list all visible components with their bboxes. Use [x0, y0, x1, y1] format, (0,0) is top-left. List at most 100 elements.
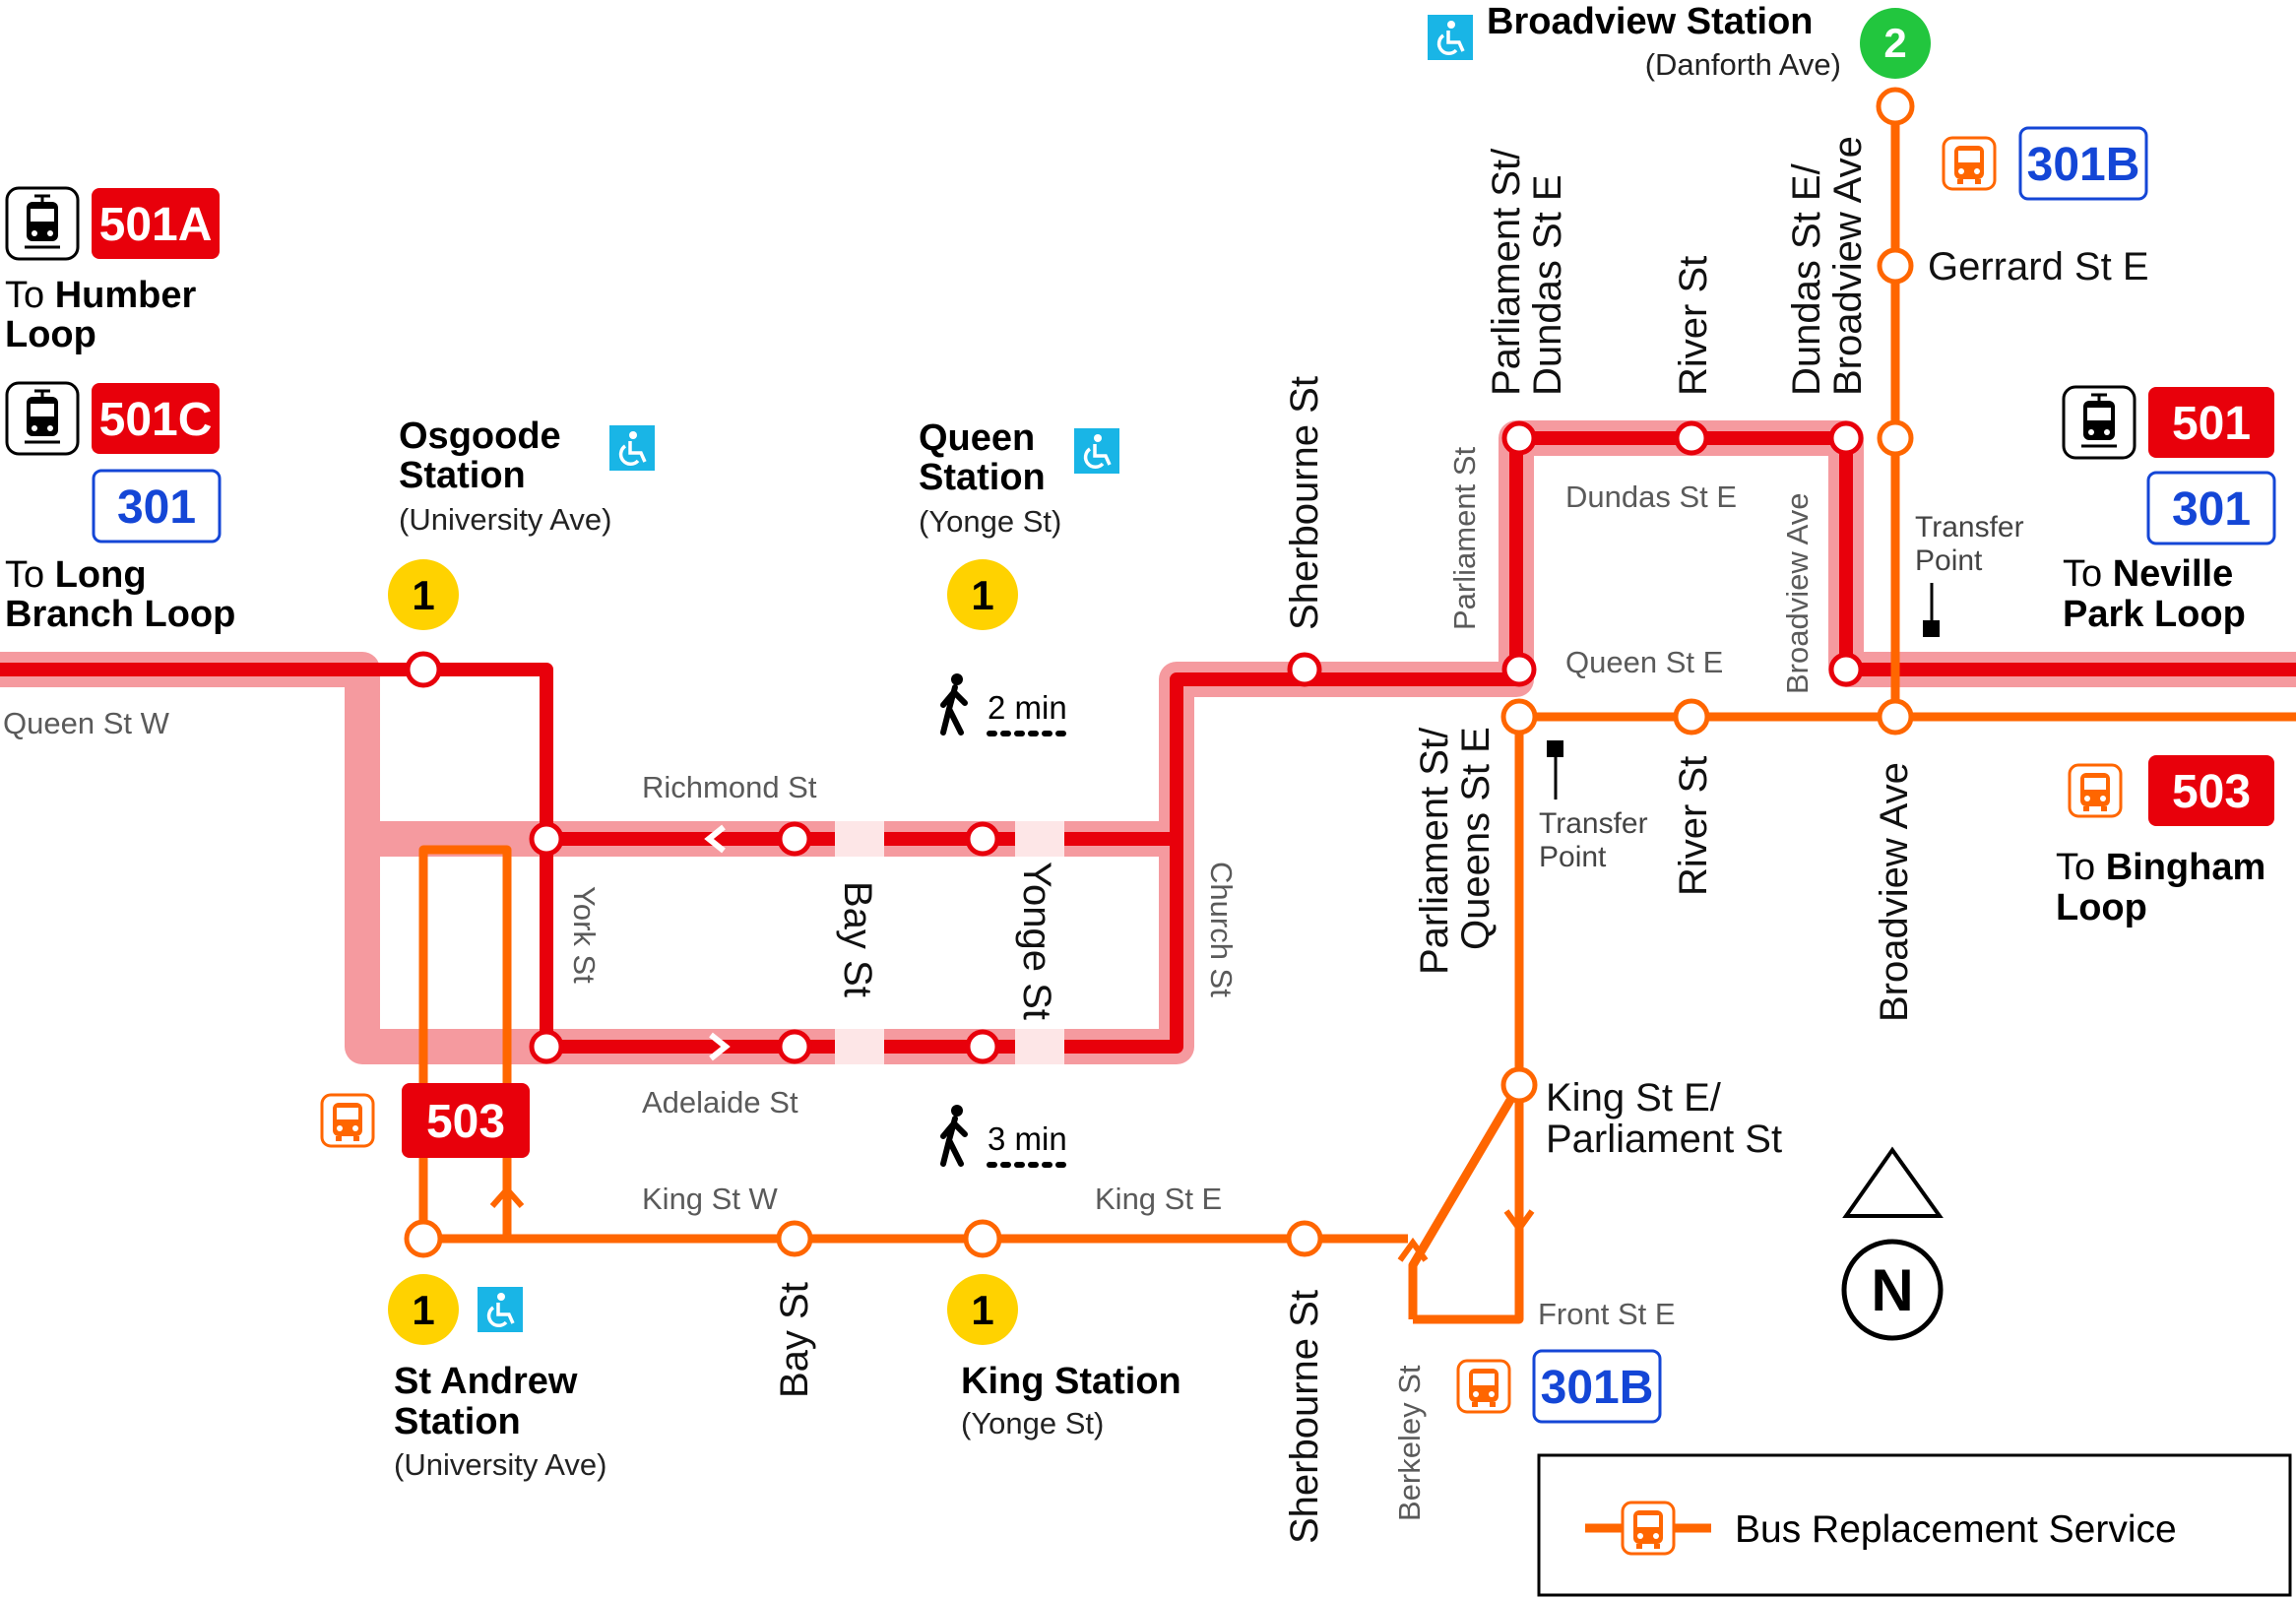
legend: Bus Replacement Service [1537, 1453, 2292, 1597]
route-503-badge-east: 503 [2068, 755, 2274, 826]
stop-label-parliament-dundas-2: Dundas St E [1526, 174, 1569, 396]
stop-label-parliament-dundas-1: Parliament St/ [1485, 148, 1528, 396]
stop-sherbourne-king[interactable] [1286, 1220, 1323, 1257]
stop-king-parliament[interactable] [1500, 1066, 1538, 1104]
line1-bullet-king: 1 [947, 1274, 1018, 1345]
stop-parliament-queens[interactable] [1500, 698, 1538, 736]
stop-label-sherbourne-queen: Sherbourne St [1283, 376, 1326, 630]
stop-parliament-dundas[interactable] [1501, 420, 1537, 456]
transfer-label-west-2: Point [1539, 841, 1607, 873]
stop-river-dundas[interactable] [1674, 420, 1709, 456]
north-label: N [1871, 1257, 1913, 1323]
walk-time-two: 2 min [943, 673, 1071, 736]
stop-label-king-parliament-1: King St E/ [1546, 1076, 1722, 1119]
wheelchair-icon [1072, 426, 1121, 476]
pedestrian-icon [943, 673, 965, 733]
stop-label-bay-king: Bay St [773, 1282, 816, 1398]
stop-parliament-queen[interactable] [1501, 652, 1537, 687]
stop-dundas-broadview[interactable] [1828, 420, 1864, 456]
stop-king-station[interactable] [963, 1219, 1002, 1258]
transfer-marker-east [1923, 583, 1940, 637]
street-front-e: Front St E [1538, 1297, 1676, 1331]
dest-bingham-line1: To Bingham [2056, 847, 2265, 888]
route-501-badge-east: 501 [2062, 385, 2274, 460]
stop-label-river-dundas: River St [1672, 256, 1715, 396]
street-broadview-ave: Broadview Ave [1780, 493, 1815, 695]
line1-number: 1 [412, 572, 434, 618]
stop-markers [404, 87, 1915, 1258]
route-301-badge-east: 301 [2146, 471, 2276, 545]
route-501a-badge: 501A [5, 186, 220, 261]
stop-st-andrew[interactable] [404, 1219, 443, 1258]
stop-broadview-queen-red[interactable] [1828, 652, 1864, 687]
dest-bingham-line2: Loop [2056, 887, 2147, 928]
line2-number: 2 [1883, 20, 1906, 66]
route-501c-badge: 501C [5, 381, 220, 456]
bus-icon [1621, 1501, 1676, 1556]
route-301b-north-label: 301B [2027, 139, 2140, 191]
stop-label-dundas-broadview-1: Dundas St E/ [1785, 162, 1828, 396]
stop-york-adelaide[interactable] [529, 1029, 564, 1064]
street-york: York St [567, 886, 602, 984]
street-queen-w: Queen St W [3, 706, 170, 740]
stop-gerrard[interactable] [1877, 247, 1914, 285]
stop-sherbourne-queen[interactable] [1287, 652, 1322, 687]
line1-number: 1 [971, 1287, 993, 1333]
osgoode-station-name-1: Osgoode [399, 416, 561, 457]
stop-broadview-dundas[interactable] [1877, 419, 1914, 457]
bus-icon [2068, 763, 2123, 818]
street-dundas-e: Dundas St E [1565, 480, 1737, 514]
street-church: Church St [1204, 862, 1239, 997]
transfer-label-east-1: Transfer [1915, 511, 2024, 544]
st-andrew-station-name-2: Station [394, 1401, 521, 1442]
st-andrew-station-sub: (University Ave) [394, 1447, 607, 1482]
stop-yonge-richmond[interactable] [965, 821, 1000, 857]
street-adelaide: Adelaide St [642, 1085, 798, 1119]
king-station-sub: (Yonge St) [961, 1406, 1104, 1440]
route-501a-label: 501A [99, 199, 213, 251]
stop-osgoode[interactable] [405, 651, 442, 688]
stop-bay-adelaide[interactable] [777, 1029, 812, 1064]
streetcar-icon [5, 381, 80, 456]
pedestrian-icon [943, 1105, 965, 1164]
stop-label-dundas-broadview-2: Broadview Ave [1826, 136, 1870, 396]
dest-neville-line1: To Neville [2063, 553, 2233, 595]
stop-york-richmond[interactable] [529, 821, 564, 857]
stop-yonge-adelaide[interactable] [965, 1029, 1000, 1064]
transfer-label-east-2: Point [1915, 544, 1983, 577]
street-queen-e: Queen St E [1565, 645, 1723, 679]
wheelchair-icon [1426, 13, 1475, 62]
street-richmond: Richmond St [642, 770, 817, 804]
walk-time-three: 3 min [943, 1105, 1071, 1168]
streetcar-icon [5, 186, 80, 261]
street-berkeley: Berkeley St [1392, 1365, 1427, 1521]
stop-broadview-station[interactable] [1876, 87, 1915, 126]
route-301-badge-west: 301 [92, 469, 222, 544]
queen-station-sub: (Yonge St) [919, 504, 1061, 539]
transfer-marker-west [1547, 740, 1563, 800]
street-king-e: King St E [1095, 1182, 1222, 1216]
stop-label-river-queen: River St [1672, 756, 1715, 896]
bus-icon [1456, 1359, 1511, 1414]
stop-broadview-queen[interactable] [1877, 698, 1914, 736]
stop-label-yonge-richmond: Yonge St [1015, 862, 1058, 1020]
dest-humber-line2: Loop [5, 314, 96, 355]
street-parliament: Parliament St [1447, 447, 1482, 630]
north-arrow-icon: N [1841, 1146, 1944, 1341]
stop-label-parliament-queens-1: Parliament St/ [1413, 727, 1456, 975]
transfer-label-west-1: Transfer [1539, 807, 1648, 840]
line1-number: 1 [971, 572, 993, 618]
wheelchair-icon [476, 1285, 525, 1334]
route-501-label: 501 [2172, 398, 2251, 450]
stop-bay-king[interactable] [776, 1220, 813, 1257]
stop-bay-richmond[interactable] [777, 821, 812, 857]
st-andrew-station-name-1: St Andrew [394, 1361, 578, 1402]
queen-station-name-2: Station [919, 457, 1046, 498]
stop-river-queen[interactable] [1673, 698, 1710, 736]
line1-bullet-queen: 1 [947, 559, 1018, 630]
dest-long-branch-line2: Branch Loop [5, 594, 235, 635]
line1-number: 1 [412, 1287, 434, 1333]
route-301-label: 301 [117, 481, 196, 534]
route-301-east-label: 301 [2172, 483, 2251, 536]
